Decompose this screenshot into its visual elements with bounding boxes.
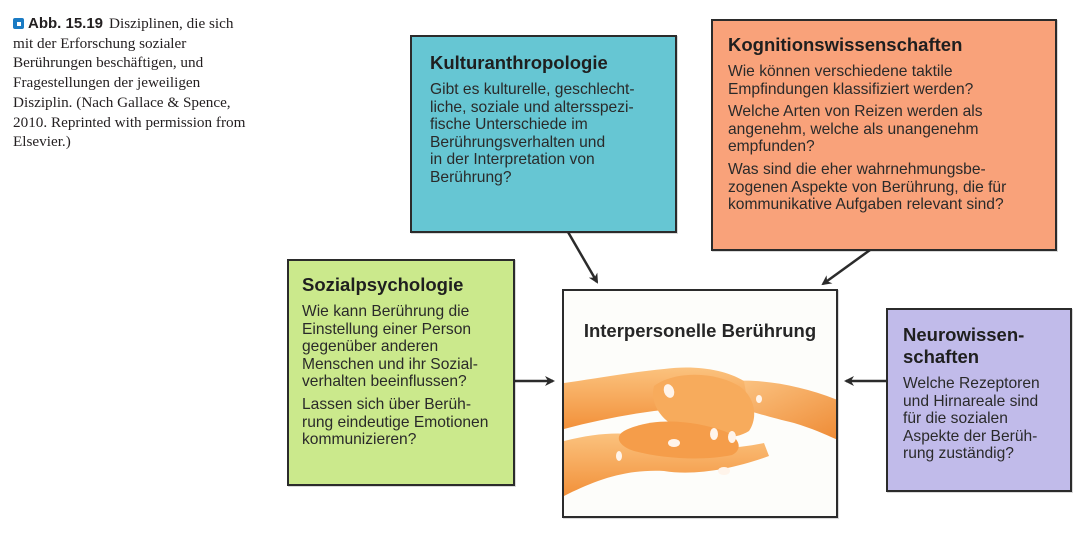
box-title: Sozialpsychologie — [302, 274, 464, 295]
box-question: Lassen sich über Berüh- rung eindeutige … — [302, 395, 489, 449]
box-question: Welche Rezeptoren und Hirnareale sind fü… — [903, 375, 1040, 463]
box-title: Kognitionswissenschaften — [728, 34, 963, 55]
box-question: Wie kann Berührung die Einstellung einer… — [302, 303, 478, 391]
box-kulturanthropologie: Kulturanthropologie Gibt es kulturelle, … — [410, 35, 677, 233]
figure-badge-icon — [13, 18, 24, 29]
box-title: Kulturanthropologie — [430, 52, 608, 73]
hands-touching-icon — [564, 367, 836, 496]
box-interpersonelle-beruehrung: Interpersonelle Berührung — [562, 289, 838, 518]
box-kognitionswissenschaften: Kognitionswissenschaften Wie können vers… — [711, 19, 1057, 251]
arrow-kultur-to-center — [566, 231, 599, 284]
center-title: Interpersonelle Berührung — [583, 320, 817, 341]
figure-label: Abb. 15.19 — [28, 15, 104, 32]
box-question: Welche Arten von Reizen werden als angen… — [728, 103, 983, 156]
box-title: Neurowissen- schaften — [903, 324, 1025, 367]
box-sozialpsychologie: Sozialpsychologie Wie kann Berührung die… — [287, 259, 515, 486]
box-neurowissenschaften: Neurowissen- schaften Welche Rezeptoren … — [886, 308, 1072, 492]
box-question: Gibt es kulturelle, geschlecht- liche, s… — [430, 81, 635, 186]
box-question: Wie können verschiedene taktile Empfindu… — [728, 63, 974, 98]
arrow-kogn-to-center — [821, 248, 871, 286]
caption-text: Disziplinen, die sich mit der Erforschun… — [13, 15, 246, 151]
box-question: Was sind die eher wahrnehmungsbe- zogene… — [728, 160, 1007, 214]
